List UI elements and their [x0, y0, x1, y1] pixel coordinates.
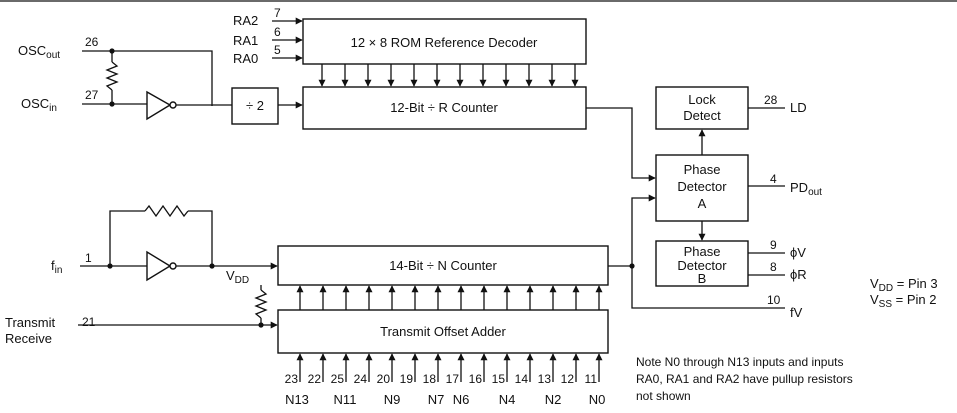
ld-output: 28 LD	[748, 93, 807, 115]
phiv-pin: 9	[770, 238, 777, 252]
ra2-label: RA2	[233, 13, 258, 28]
phiv-label: ϕV	[790, 245, 806, 260]
osc-out-pin: 26	[85, 35, 99, 49]
supply-note: VDD = Pin 3 VSS = Pin 2	[870, 276, 938, 310]
n-pin-number: 20	[377, 372, 391, 386]
n-pin-arrows	[296, 353, 603, 382]
n-pin-number: 23	[285, 372, 299, 386]
pda-label-3: A	[698, 196, 707, 211]
ld-label: LD	[790, 100, 807, 115]
note-line-3: not shown	[636, 389, 691, 403]
osc-resistor	[105, 61, 119, 91]
n-labels: N13 N11 N9 N7 N6 N4 N2 N0	[285, 392, 605, 407]
n-counter-output: 10 fV	[608, 194, 803, 320]
ra0-pin: 5	[274, 43, 281, 57]
n-pin-number: 15	[492, 372, 506, 386]
r-counter-block: 12-Bit ÷ R Counter	[302, 86, 587, 130]
offset-adder-label: Transmit Offset Adder	[380, 324, 506, 339]
n-pin-numbers: 23 22 25 24 20 19 18 17 16 15 14 13 12 1…	[285, 372, 598, 386]
receive-label: Receive	[5, 331, 52, 346]
note-line-2: RA0, RA1 and RA2 have pullup resistors	[636, 372, 853, 386]
rom-decoder-label: 12 × 8 ROM Reference Decoder	[351, 35, 538, 50]
n-label: N9	[384, 392, 401, 407]
n-label: N6	[453, 392, 470, 407]
n-label: N13	[285, 392, 309, 407]
fin-feedback-resistor	[144, 204, 189, 218]
n-pin-number: 22	[308, 372, 322, 386]
n-pin-number: 24	[354, 372, 368, 386]
n-pin-number: 19	[400, 372, 414, 386]
offset-adder-block: Transmit Offset Adder	[277, 309, 609, 354]
n-pin-number: 12	[561, 372, 575, 386]
vdd-supply-text: VDD = Pin 3	[870, 276, 938, 294]
n-label: N11	[334, 392, 357, 407]
n-pin-number: 11	[585, 372, 598, 386]
ld-pin: 28	[764, 93, 778, 107]
fv-pin: 10	[767, 293, 781, 307]
n-pin-number: 16	[469, 372, 483, 386]
pda-label-1: Phase	[684, 162, 721, 177]
pdout-output: 4 PDout	[748, 172, 822, 198]
n-pin-number: 17	[446, 372, 460, 386]
pdb-label-1: Phase	[684, 244, 721, 259]
divider-label: ÷ 2	[246, 98, 264, 113]
phir-pin: 8	[770, 260, 777, 274]
ra0-label: RA0	[233, 51, 258, 66]
divider-block: ÷ 2	[231, 87, 279, 125]
n-label: N0	[589, 392, 606, 407]
pda-label-2: Detector	[677, 179, 727, 194]
pdb-label-2: Detector	[677, 258, 727, 273]
pdb-label-3: B	[698, 271, 707, 286]
rom-decoder-block: 12 × 8 ROM Reference Decoder	[302, 18, 587, 65]
footnote: Note N0 through N13 inputs and inputs RA…	[636, 355, 853, 403]
n-label: N4	[499, 392, 516, 407]
n-pin-number: 13	[538, 372, 552, 386]
fin-pin: 1	[85, 251, 92, 265]
n-pin-number: 25	[331, 372, 345, 386]
osc-in-pin: 27	[85, 88, 99, 102]
vdd-pullup: VDD	[226, 268, 268, 328]
n-counter-label: 14-Bit ÷ N Counter	[389, 258, 497, 273]
tr-pin: 21	[82, 315, 96, 329]
fv-label: fV	[790, 305, 803, 320]
fin-section: fin 1	[51, 204, 278, 282]
vss-supply-text: VSS = Pin 2	[870, 292, 936, 310]
fin-inverter	[146, 250, 172, 282]
adder-to-n-counter-arrows	[296, 285, 603, 310]
osc-inverter	[146, 90, 172, 121]
osc-in-label: OSCin	[21, 96, 57, 114]
n-pin-number: 14	[515, 372, 529, 386]
phase-detector-a-block: Phase Detector A	[655, 154, 749, 222]
note-line-1: Note N0 through N13 inputs and inputs	[636, 355, 843, 369]
phir-label: ϕR	[790, 267, 807, 282]
lock-detect-label-1: Lock	[688, 92, 716, 107]
ra2-pin: 7	[274, 6, 281, 20]
r-counter-label: 12-Bit ÷ R Counter	[390, 100, 498, 115]
n-label: N2	[545, 392, 562, 407]
phase-detector-b-block: Phase Detector B	[655, 240, 749, 287]
n-label: N7	[428, 392, 445, 407]
n-counter-block: 14-Bit ÷ N Counter	[277, 245, 609, 286]
ra1-pin: 6	[274, 25, 281, 39]
rom-to-r-counter-arrows	[318, 64, 579, 87]
pdout-label: PDout	[790, 180, 822, 198]
transmit-receive-input: Transmit Receive 21	[5, 315, 278, 346]
osc-out-label: OSCout	[18, 43, 60, 61]
vdd-label: VDD	[226, 268, 249, 286]
ra1-label: RA1	[233, 33, 258, 48]
fin-label: fin	[51, 258, 62, 276]
phi-outputs: 9 ϕV 8 ϕR	[748, 238, 807, 282]
transmit-label: Transmit	[5, 315, 55, 330]
lock-detect-block: Lock Detect	[655, 86, 749, 130]
oscillator-section: OSCout OSCin 26 27	[18, 35, 303, 121]
lock-detect-label-2: Detect	[683, 108, 721, 123]
n-pin-number: 18	[423, 372, 437, 386]
pdout-pin: 4	[770, 172, 777, 186]
ra-inputs: RA2 RA1 RA0 7 6 5	[233, 6, 303, 66]
